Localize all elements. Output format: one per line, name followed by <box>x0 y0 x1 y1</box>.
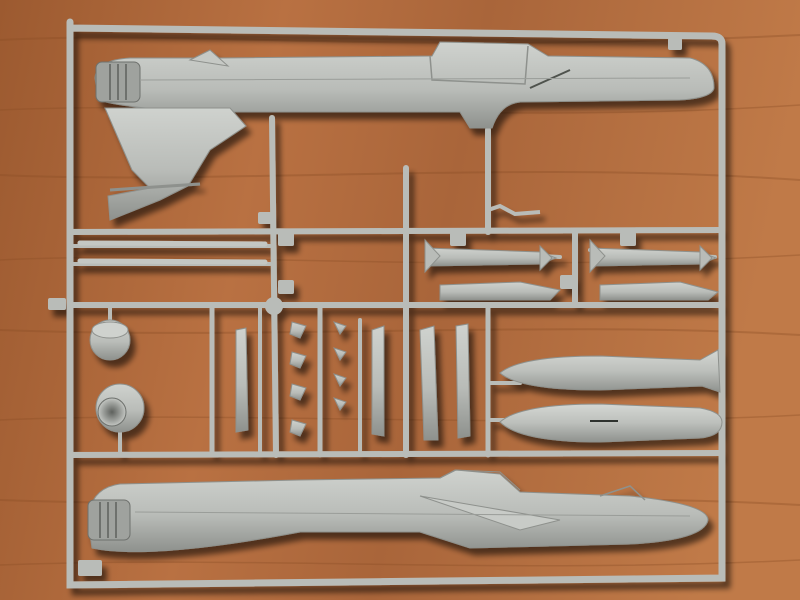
fuselage-half-top <box>94 41 715 221</box>
long-rods <box>77 240 268 265</box>
sprue-tabs <box>48 38 682 576</box>
ventral-fins <box>439 281 720 301</box>
engine-nozzle-rear <box>89 319 131 361</box>
small-parts <box>235 321 471 441</box>
sprue-frame <box>66 18 726 589</box>
engine-nozzle-front <box>95 383 145 433</box>
drop-tank-upper <box>499 349 721 393</box>
drop-tank-lower <box>499 403 723 443</box>
missile-right <box>589 238 718 274</box>
fuselage-half-bottom <box>87 469 709 553</box>
missile-left <box>424 238 558 274</box>
small-gate-part <box>487 203 541 217</box>
